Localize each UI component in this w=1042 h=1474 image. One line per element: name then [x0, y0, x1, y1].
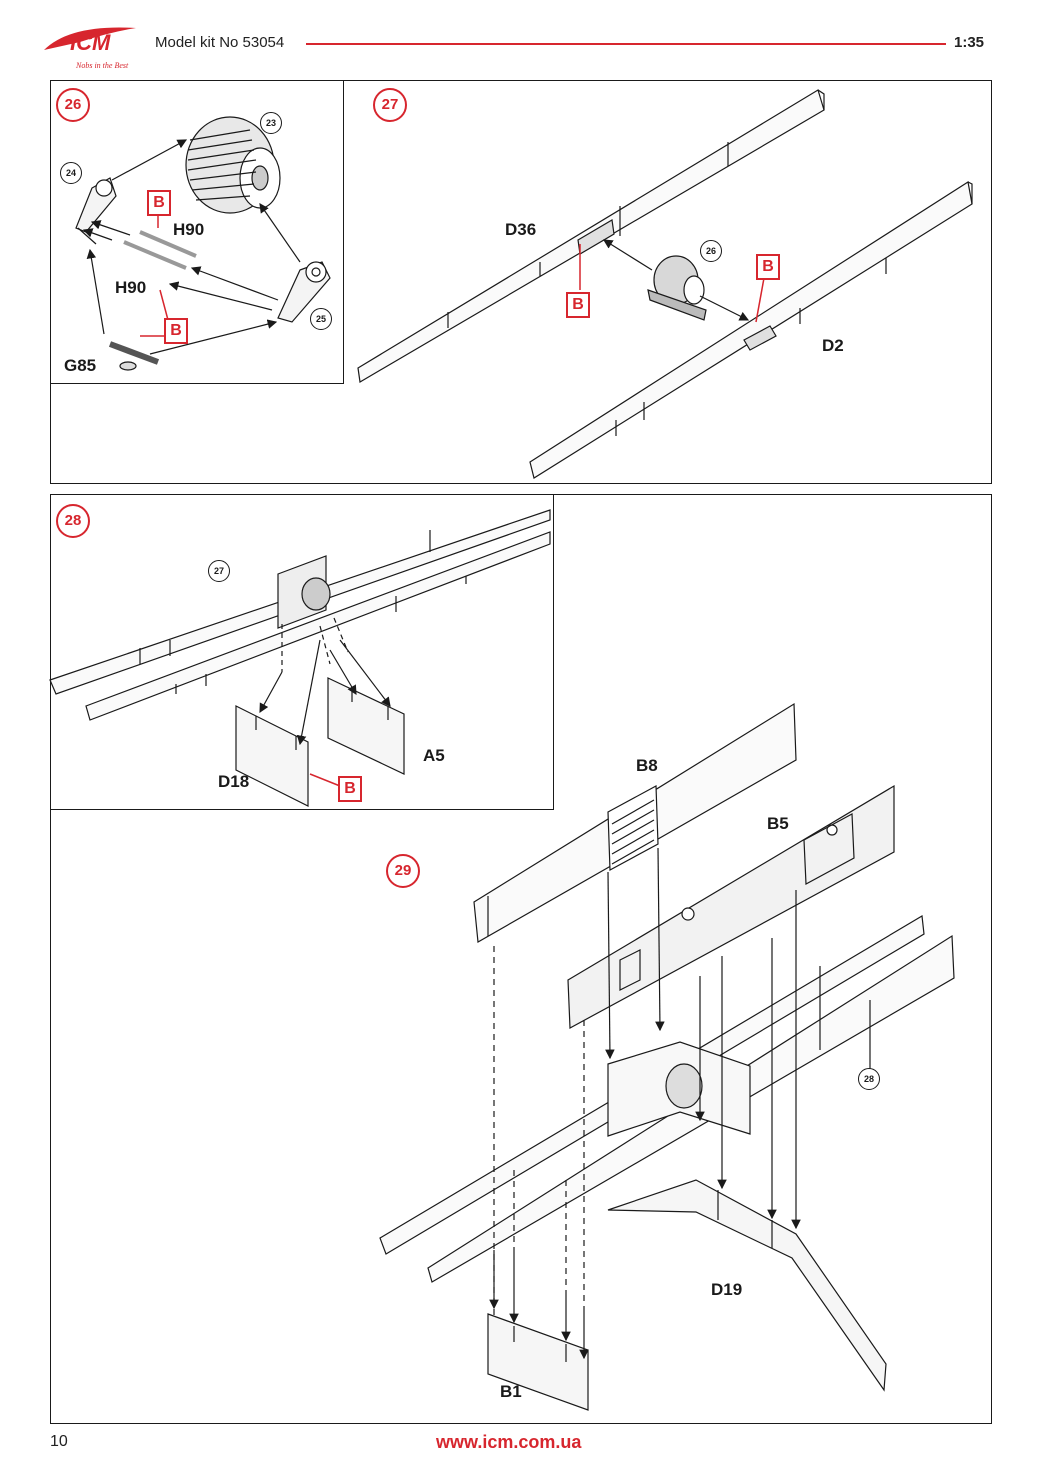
hand-crank: [108, 341, 160, 371]
subassembly-ref-23: 23: [260, 112, 282, 134]
subassembly-ref-27: 27: [208, 560, 230, 582]
model-scale: 1:35: [954, 34, 985, 51]
website-url[interactable]: www.icm.com.ua: [436, 1432, 582, 1452]
icm-logo: ICM Nobs in the Best: [40, 22, 144, 76]
logo-tagline: Nobs in the Best: [75, 61, 129, 70]
winch-assembly-small: [647, 255, 707, 321]
logo-text: ICM: [70, 30, 111, 55]
part-label-h90-upper: H90: [173, 220, 205, 239]
step29-panel-b1: [487, 1313, 589, 1411]
subassembly-ref-26: 26: [700, 240, 722, 262]
frame-rail-lower: [529, 181, 973, 479]
winch-bracket-right: [277, 261, 331, 323]
subassembly-ref-24: 24: [60, 162, 82, 184]
step-number-27: 27: [373, 88, 407, 122]
frame-rail-upper: [357, 89, 825, 383]
model-kit-number: Model kit No 53054: [155, 34, 285, 51]
part-label-b8: B8: [636, 756, 658, 775]
step28-rail-lower: [85, 531, 551, 721]
step-number-29: 29: [386, 854, 420, 888]
glue-mark-b: B: [147, 190, 171, 216]
step-number-28: 28: [56, 504, 90, 538]
step28-plate-d18: [235, 705, 309, 807]
part-label-h90-lower: H90: [115, 278, 147, 297]
step29-panel-d19: [607, 1179, 887, 1392]
part-label-b1: B1: [500, 1382, 522, 1401]
part-label-d19: D19: [711, 1280, 743, 1299]
step29-frame: [379, 915, 955, 1283]
step-panel-28: [50, 494, 554, 810]
glue-mark-b: B: [566, 292, 590, 318]
part-label-a5: A5: [423, 746, 445, 765]
page-number: 10: [50, 1433, 68, 1450]
part-label-g85: G85: [64, 356, 97, 375]
glue-mark-b: B: [338, 776, 362, 802]
subassembly-ref-25: 25: [310, 308, 332, 330]
part-label-b5: B5: [767, 814, 789, 833]
winch-drum: [185, 116, 281, 214]
step-panel-26: [50, 80, 344, 384]
subassembly-ref-28: 28: [858, 1068, 880, 1090]
part-label-d2: D2: [822, 336, 844, 355]
glue-mark-b: B: [164, 318, 188, 344]
part-label-d18: D18: [218, 772, 250, 791]
step-number-26: 26: [56, 88, 90, 122]
winch-bracket-left: [75, 177, 117, 245]
step28-plate-a5: [327, 677, 405, 775]
shaft-rod: [123, 230, 197, 270]
step29-panel-b5: [567, 784, 895, 1029]
part-label-d36: D36: [505, 220, 537, 239]
step29-panel-b8: [473, 702, 797, 943]
step28-winch: [277, 555, 331, 629]
glue-mark-b: B: [756, 254, 780, 280]
header-rule: [306, 43, 946, 45]
